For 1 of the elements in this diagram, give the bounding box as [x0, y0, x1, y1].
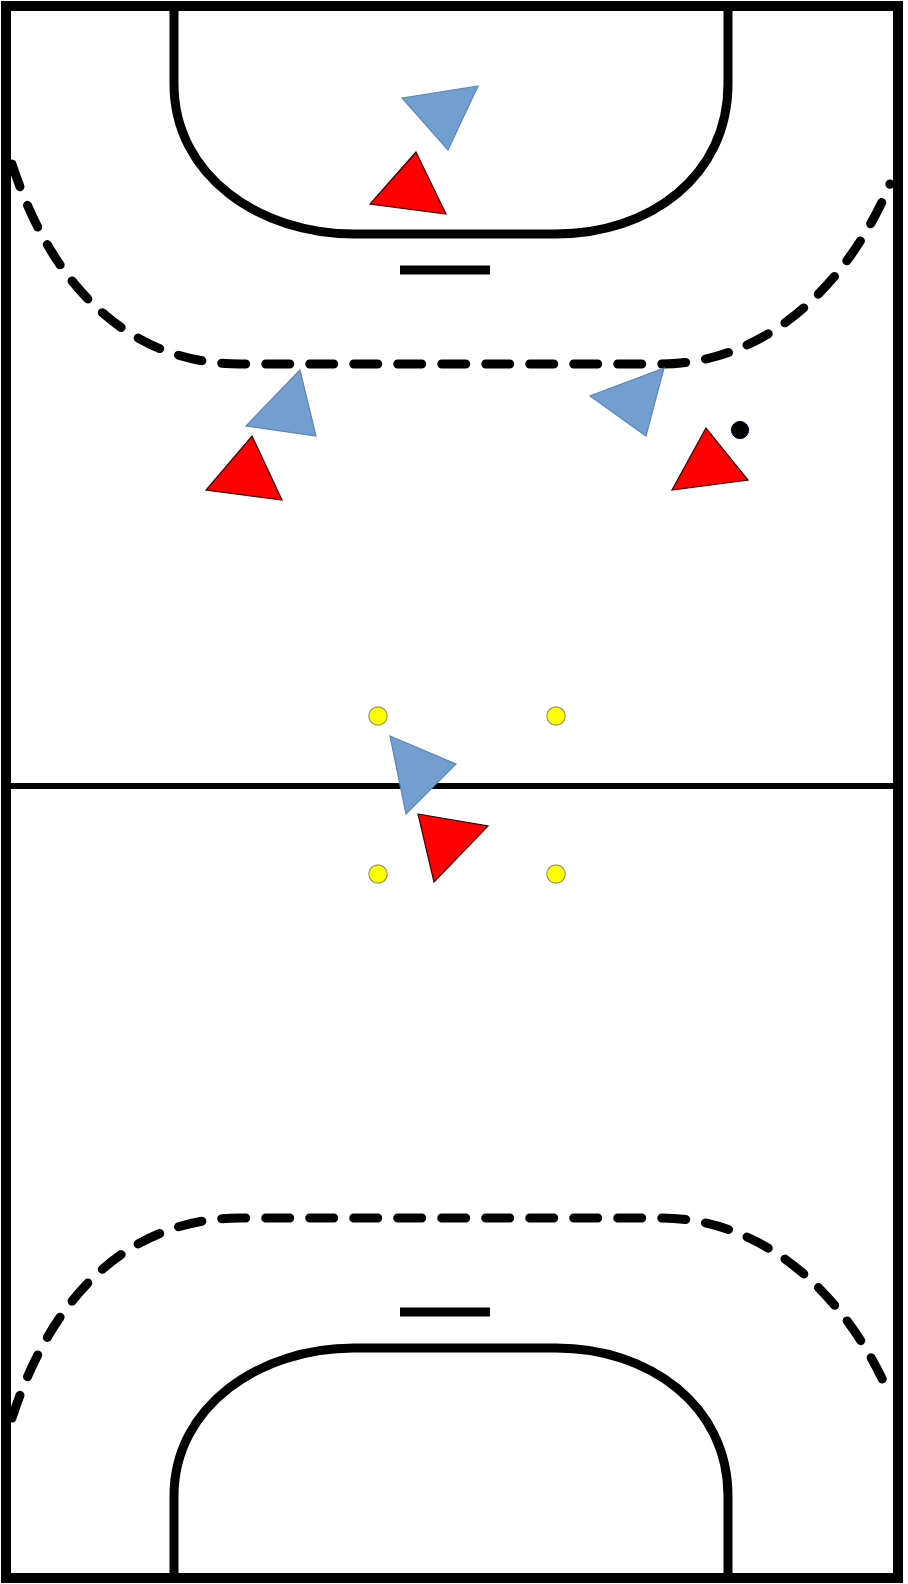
- player-triangle: [588, 367, 665, 437]
